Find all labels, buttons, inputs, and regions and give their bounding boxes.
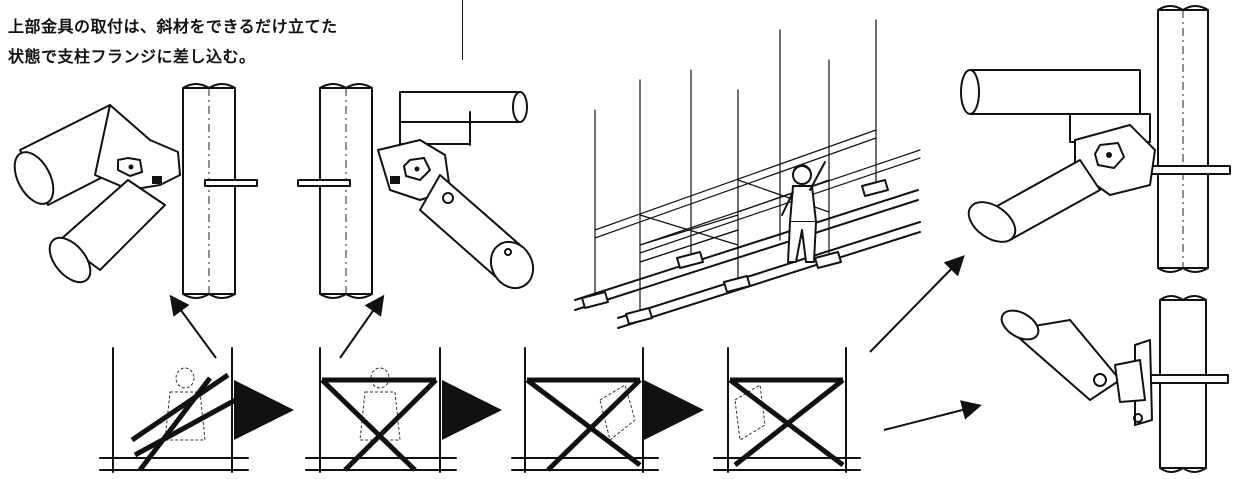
callout-arrows [169,255,982,431]
detail-clamp-approach [13,83,258,299]
sequence-step-1 [99,347,252,473]
sequence-step-3 [511,347,659,473]
caption-divider [462,0,463,60]
detail-right-alternate [1000,295,1229,473]
worker-figure [781,161,826,263]
instruction-caption: 上部金具の取付は、斜材をできるだけ立てた 状態で支柱フランジに差し込む。 [8,12,338,72]
detail-clamp-engaged [297,83,535,299]
scaffold-isometric-illustration [574,19,921,329]
sequence-step-4 [713,347,861,473]
caption-line-2: 状態で支柱フランジに差し込む。 [8,47,256,66]
assembly-sequence [99,347,861,473]
sequence-step-2 [305,347,457,473]
detail-right-installed [960,5,1231,273]
caption-line-1: 上部金具の取付は、斜材をできるだけ立てた [8,17,338,36]
